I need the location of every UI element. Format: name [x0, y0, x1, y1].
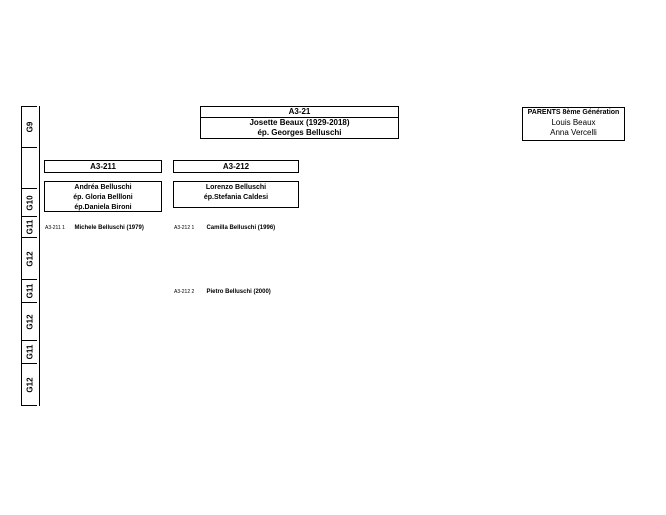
generation-label: G11	[25, 283, 34, 299]
branch-person-box: Andréa Belluschi ép. Gloria Bellloni ép.…	[44, 181, 162, 212]
generation-cell: G11	[22, 279, 37, 302]
root-person-box: Josette Beaux (1929-2018) ép. Georges Be…	[200, 117, 399, 139]
generation-cell: G11	[22, 216, 37, 237]
generation-label: G10	[25, 194, 34, 211]
generation-cell: G10	[22, 188, 37, 216]
branch-person-box: Lorenzo Belluschi ép.Stefania Caldesi	[173, 181, 299, 208]
generation-cell: G11	[22, 340, 37, 363]
branch-spouse: ép.Stefania Caldesi	[203, 194, 269, 201]
child-code: A3-212 1	[174, 225, 195, 231]
list-item: A3-212 2 Pietro Belluschi (2000)	[174, 280, 271, 298]
generation-cell: G12	[22, 363, 37, 406]
root-name: Josette Beaux (1929-2018)	[249, 118, 350, 127]
child-name: Camilla Belluschi (1996)	[206, 225, 276, 231]
branch-spouse: ép. Gloria Bellloni	[73, 194, 133, 201]
branch-name: Lorenzo Belluschi	[205, 184, 267, 191]
generation-column: G9 G10 G11 G12 G11 G12 G11 G12	[21, 106, 40, 406]
parents-box: PARENTS 8ème Génération Louis Beaux Anna…	[522, 107, 625, 141]
branch-code: A3-211	[90, 162, 116, 171]
branch-code-box: A3-211	[44, 160, 162, 173]
root-code: A3-21	[288, 107, 311, 116]
root-spouse: ép. Georges Belluschi	[257, 128, 342, 137]
child-name: Pietro Belluschi (2000)	[206, 289, 271, 295]
parents-mother: Anna Vercelli	[550, 128, 597, 137]
list-item: A3-212 1 Camilla Belluschi (1996)	[174, 216, 275, 234]
generation-cell: G12	[22, 302, 37, 340]
branch-name: Andréa Belluschi	[74, 184, 132, 191]
generation-label: G11	[25, 219, 34, 235]
child-name: Michele Belluschi (1979)	[74, 225, 144, 231]
generation-label: G11	[25, 344, 34, 360]
child-code: A3-212 2	[174, 289, 195, 295]
generation-spacer	[22, 147, 37, 188]
generation-cell: G12	[22, 237, 37, 279]
child-code: A3-211 1	[45, 225, 65, 231]
parents-father: Louis Beaux	[551, 118, 596, 127]
branch-code: A3-212	[222, 162, 250, 171]
generation-cell: G9	[22, 106, 37, 147]
list-item: A3-211 1 Michele Belluschi (1979)	[45, 216, 144, 234]
generation-label: G9	[25, 121, 34, 133]
branch-spouse: ép.Daniela Bironi	[74, 204, 132, 211]
generation-label: G12	[25, 313, 34, 330]
parents-title: PARENTS 8ème Génération	[527, 109, 620, 116]
generation-label: G12	[25, 376, 34, 393]
generation-label: G12	[25, 250, 34, 267]
branch-code-box: A3-212	[173, 160, 299, 173]
